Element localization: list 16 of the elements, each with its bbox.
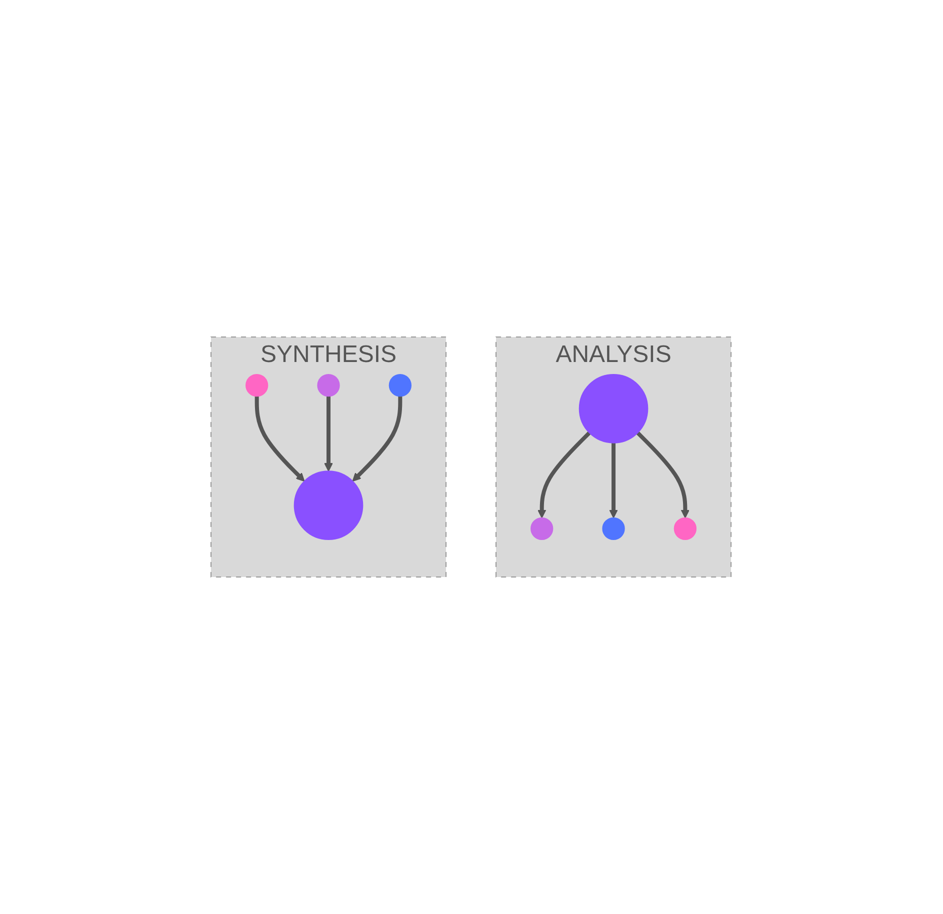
node-circle	[318, 374, 340, 397]
arrow	[538, 431, 592, 518]
arrow	[636, 431, 690, 518]
arrow	[610, 442, 618, 518]
node-circle	[602, 517, 626, 540]
arrow	[352, 396, 403, 482]
node-circle	[579, 374, 649, 444]
node-circle	[389, 374, 412, 397]
cluster: SYNTHESIS	[210, 336, 447, 578]
arrow	[255, 396, 306, 482]
node-circle	[294, 470, 364, 540]
node-circle	[246, 374, 269, 397]
node-circle	[531, 517, 554, 540]
node-circle	[674, 517, 698, 540]
cluster: ANALYSIS	[496, 336, 732, 578]
arrow	[324, 396, 334, 472]
